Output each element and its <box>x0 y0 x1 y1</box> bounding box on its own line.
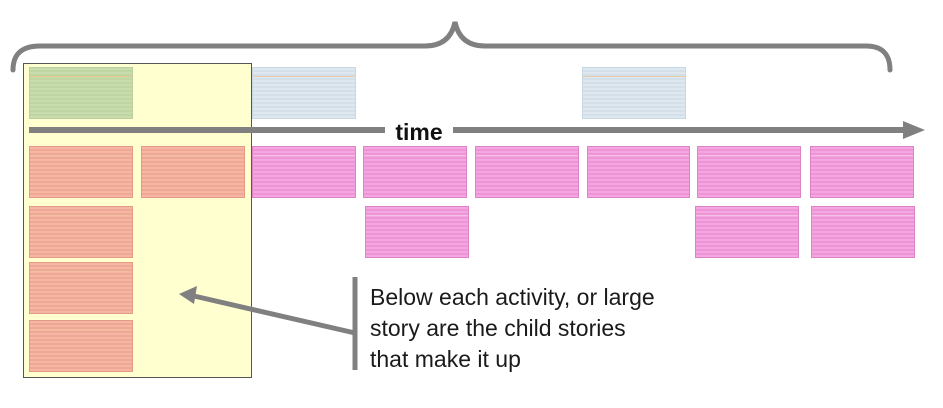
story-card <box>29 320 133 372</box>
story-card <box>695 206 799 258</box>
story-card <box>29 262 133 314</box>
story-card <box>811 206 915 258</box>
story-card <box>697 146 801 198</box>
activity-card <box>29 67 133 119</box>
story-card <box>587 146 690 198</box>
activity-card <box>252 67 356 119</box>
story-card <box>29 206 133 258</box>
story-card <box>29 146 133 198</box>
story-card <box>252 146 356 198</box>
callout-line: Below each activity, or large <box>370 284 655 310</box>
story-card <box>365 206 469 258</box>
top-brace <box>10 21 893 73</box>
story-card <box>810 146 914 198</box>
activity-card <box>582 67 686 119</box>
story-card <box>363 146 467 198</box>
story-card <box>475 146 579 198</box>
story-card <box>141 146 245 198</box>
time-label: time <box>385 118 453 146</box>
callout-line: story are the child stories <box>370 315 626 341</box>
callout-line: that make it up <box>370 346 521 372</box>
callout-text: Below each activity, or large story are … <box>370 282 730 375</box>
